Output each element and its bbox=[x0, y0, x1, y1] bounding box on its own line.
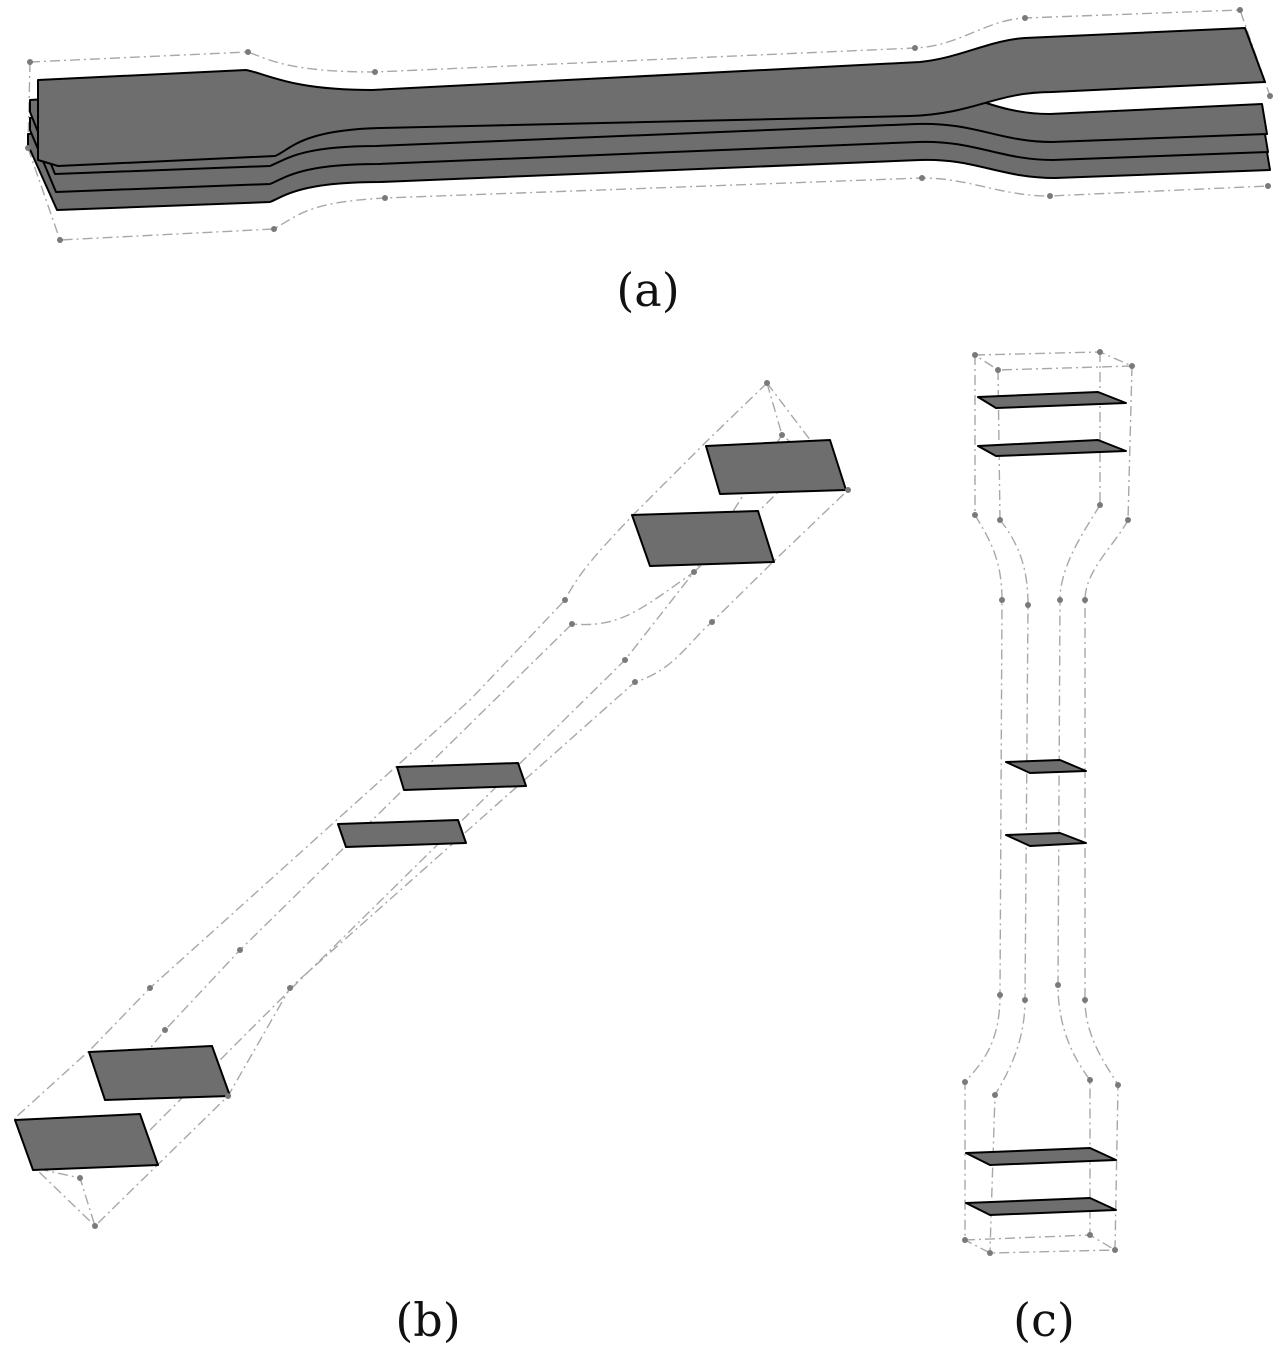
panel-c-guide-left-outer bbox=[964, 514, 1003, 1240]
panel-a-nodes bbox=[25, 7, 1273, 243]
panel-b: (b) bbox=[14, 380, 851, 1347]
panel-c-guide-right-outer bbox=[1084, 519, 1129, 1251]
panel-c-plate-3 bbox=[1005, 759, 1087, 774]
panel-c-nodes bbox=[962, 349, 1135, 1256]
panel-b-guide-outer-right bbox=[94, 382, 849, 1227]
panel-a-layer-1 bbox=[37, 27, 1266, 167]
panel-c: (c) bbox=[962, 349, 1135, 1347]
panel-c-guide-bottom-box bbox=[962, 1234, 1118, 1254]
panel-b-plate-1 bbox=[705, 439, 847, 495]
panel-b-plate-4 bbox=[337, 819, 467, 848]
panel-c-plate-4 bbox=[1005, 832, 1087, 847]
panel-c-plate-1 bbox=[977, 391, 1127, 409]
panel-b-guide-outer-left bbox=[14, 382, 768, 1119]
panel-c-guide-right-inner bbox=[1057, 504, 1101, 1235]
panel-a-label: (a) bbox=[616, 263, 679, 317]
panel-c-label: (c) bbox=[1013, 1293, 1075, 1347]
panel-b-label: (b) bbox=[395, 1293, 460, 1347]
panel-c-guide-top-box bbox=[972, 351, 1133, 521]
panel-c-guide-left-inner bbox=[989, 519, 1029, 1251]
panel-c-plate-5 bbox=[965, 1147, 1117, 1166]
panel-c-plate-2 bbox=[977, 439, 1127, 457]
panel-b-nodes bbox=[77, 380, 851, 1229]
panel-c-plate-6 bbox=[965, 1197, 1117, 1216]
panel-b-guide-inner-1 bbox=[107, 434, 783, 1101]
panel-b-plate-3 bbox=[396, 762, 527, 791]
panel-a-guide-bottom bbox=[27, 147, 1269, 241]
panel-b-plate-2 bbox=[631, 510, 775, 567]
panel-b-plate-5 bbox=[88, 1045, 231, 1101]
panel-b-plate-6 bbox=[14, 1113, 159, 1171]
panel-a: (a) bbox=[25, 7, 1273, 317]
